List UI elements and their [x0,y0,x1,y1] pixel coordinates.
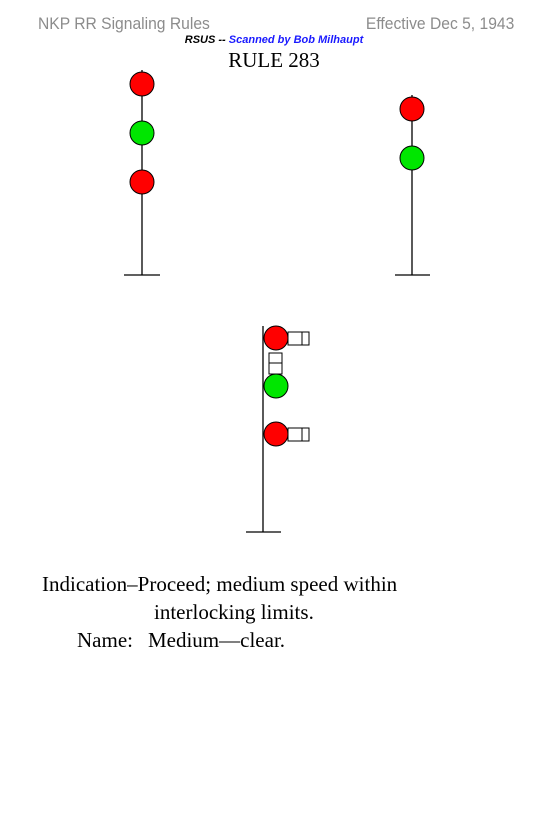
lamp-green-middle [263,373,289,399]
lamp-red-bottom [129,169,155,195]
lamp-green-middle [129,120,155,146]
lamp-bracket-bottom [287,427,310,442]
lamp-red-top [263,325,289,351]
name-label: Name: [77,628,133,652]
signal-dwarf-three-head [246,325,310,533]
indication-dash: – [127,572,138,596]
indication-line: Indication–Proceed; medium speed within [42,572,397,597]
signal-two-head [395,95,430,276]
credit-scanner-link[interactable]: Scanned by Bob Milhaupt [228,34,364,46]
rule-title: RULE 283 [228,48,320,72]
indication-label: Indication [42,572,128,596]
signal-three-head [124,70,160,276]
lamp-green-bottom [399,145,425,171]
indication-text-2: interlocking limits. [154,600,314,624]
name-value: Medium—clear. [147,628,286,652]
header-right-date: Effective Dec 5, 1943 [365,14,514,33]
scan-credit: RSUS -- Scanned by Bob Milhaupt [0,34,548,46]
lamp-red-bottom [263,421,289,447]
lamp-bracket-top [287,331,310,346]
credit-separator: -- [215,34,229,46]
lamp-red-top [399,96,425,122]
signal-diagrams [124,70,430,533]
indication-text-1: Proceed; medium speed within [137,572,398,596]
credit-prefix: RSUS [184,34,216,46]
header-left-title: NKP RR Signaling Rules [38,14,210,33]
lamp-red-top [129,71,155,97]
name-line: Name: Medium—clear. [77,628,285,653]
